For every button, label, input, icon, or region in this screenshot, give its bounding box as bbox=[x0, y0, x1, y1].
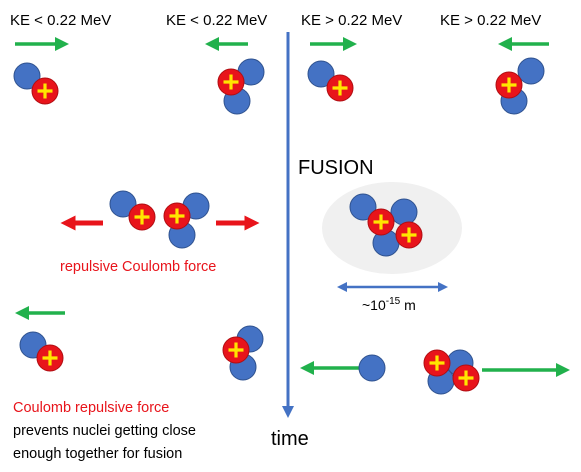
repulsive-label: repulsive Coulomb force bbox=[60, 259, 216, 275]
proton-icon bbox=[423, 349, 451, 377]
plus-sign bbox=[373, 214, 389, 230]
time-label: time bbox=[271, 428, 309, 450]
plus-sign bbox=[228, 342, 244, 358]
proton-icon bbox=[31, 77, 59, 105]
neutron-icon bbox=[349, 193, 377, 221]
scale-prefix: ~10 bbox=[362, 297, 386, 313]
plus-sign bbox=[401, 227, 417, 243]
caption-line: enough together for fusion bbox=[13, 446, 182, 462]
proton-icon bbox=[495, 71, 523, 99]
plus-sign bbox=[169, 208, 185, 224]
scale-label: ~10-15 m bbox=[362, 296, 416, 313]
neutron-icon bbox=[13, 62, 41, 90]
proton-icon bbox=[326, 74, 354, 102]
ke-label: KE < 0.22 MeV bbox=[166, 12, 267, 29]
proton-icon bbox=[222, 336, 250, 364]
caption-red: Coulomb repulsive force bbox=[13, 400, 169, 416]
neutron-icon bbox=[517, 57, 545, 85]
neutron-icon bbox=[390, 198, 418, 226]
neutron-icon bbox=[358, 354, 386, 382]
plus-sign bbox=[223, 74, 239, 90]
plus-sign bbox=[37, 83, 53, 99]
plus-sign bbox=[429, 355, 445, 371]
neutron-icon bbox=[109, 190, 137, 218]
proton-icon bbox=[395, 221, 423, 249]
ke-label: KE < 0.22 MeV bbox=[10, 12, 111, 29]
nuclei-layer bbox=[13, 57, 545, 395]
ke-label: KE > 0.22 MeV bbox=[301, 12, 402, 29]
scale-unit: m bbox=[400, 297, 416, 313]
fusion-title: FUSION bbox=[298, 157, 374, 179]
plus-sign bbox=[134, 209, 150, 225]
proton-icon bbox=[128, 203, 156, 231]
plus-sign bbox=[501, 77, 517, 93]
proton-icon bbox=[163, 202, 191, 230]
proton-icon bbox=[36, 344, 64, 372]
proton-icon bbox=[367, 208, 395, 236]
plus-sign bbox=[458, 370, 474, 386]
proton-icon bbox=[217, 68, 245, 96]
scale-exponent: -15 bbox=[386, 296, 401, 307]
ke-label: KE > 0.22 MeV bbox=[440, 12, 541, 29]
proton-icon bbox=[452, 364, 480, 392]
plus-sign bbox=[42, 350, 58, 366]
neutron-icon bbox=[307, 60, 335, 88]
caption-line: prevents nuclei getting close bbox=[13, 423, 196, 439]
plus-sign bbox=[332, 80, 348, 96]
